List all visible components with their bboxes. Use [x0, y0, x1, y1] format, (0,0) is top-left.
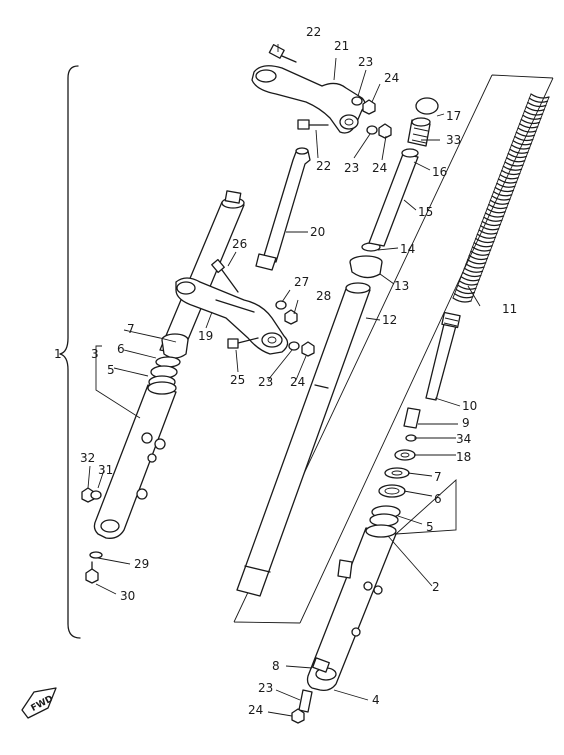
washer-27 — [275, 300, 287, 310]
nut-24-bottom — [291, 708, 305, 724]
label-5-left: 5 — [107, 363, 115, 377]
bolt-25 — [227, 337, 259, 349]
bolt-23-bottom — [298, 689, 313, 713]
under-bracket — [175, 277, 289, 355]
label-21: 21 — [334, 39, 349, 53]
label-24-top: 24 — [384, 71, 399, 85]
right-outer-tube — [306, 524, 397, 692]
label-3: 3 — [91, 347, 99, 361]
nut-24-lower — [301, 341, 315, 357]
assembly-bracket — [59, 65, 81, 639]
label-23-bottom: 23 — [258, 681, 273, 695]
bolt-26 — [211, 258, 239, 293]
label-13: 13 — [394, 279, 409, 293]
label-14: 14 — [400, 242, 415, 256]
nut-24-top — [362, 99, 376, 115]
fwd-badge: FWD — [21, 687, 57, 719]
washer-23-lower — [288, 341, 300, 351]
label-23-mid: 23 — [344, 161, 359, 175]
cap-17 — [415, 97, 439, 115]
label-33: 33 — [446, 133, 461, 147]
label-7-right: 7 — [434, 470, 442, 484]
label-8: 8 — [272, 659, 280, 673]
label-23-lower: 23 — [258, 375, 273, 389]
fork-spring — [452, 93, 550, 303]
label-22-mid: 22 — [316, 159, 331, 173]
label-22-top: 22 — [306, 25, 321, 39]
label-31: 31 — [98, 463, 113, 477]
washer-31 — [90, 490, 102, 500]
label-4: 4 — [372, 693, 380, 707]
left-outer-tube — [93, 381, 177, 539]
cap-13 — [349, 255, 383, 279]
upper-bracket — [251, 65, 366, 134]
label-29: 29 — [134, 557, 149, 571]
label-25: 25 — [230, 373, 245, 387]
dust-seal-7 — [161, 333, 189, 359]
label-27: 27 — [294, 275, 309, 289]
label-23-top: 23 — [358, 55, 373, 69]
bolt-22-top — [268, 44, 297, 63]
washer-23-top — [351, 96, 363, 106]
label-1: 1 — [54, 347, 62, 361]
label-7-left: 7 — [127, 322, 135, 336]
axle-holder-8 — [312, 657, 330, 673]
label-19: 19 — [198, 329, 213, 343]
oil-lock-18 — [394, 449, 416, 461]
callout-labels: 1 2 3 4 5 5 6 6 7 7 8 9 10 11 12 13 14 1… — [54, 25, 517, 717]
label-6-right: 6 — [434, 492, 442, 506]
label-34: 34 — [456, 432, 471, 446]
label-12: 12 — [382, 313, 397, 327]
clip-6 — [155, 356, 181, 368]
gasket-29 — [89, 551, 103, 559]
label-2: 2 — [432, 580, 440, 594]
nut-24-mid — [378, 123, 392, 139]
inner-tube — [236, 282, 371, 597]
handlebar — [255, 147, 311, 271]
dust-seal-7-right — [384, 467, 410, 479]
spring-edge-right — [470, 96, 550, 302]
damper-rod — [425, 311, 461, 401]
label-10: 10 — [462, 399, 477, 413]
label-5-right: 5 — [426, 520, 434, 534]
drain-bolt-30 — [85, 561, 99, 584]
cap-bolt-33 — [407, 117, 431, 147]
seat-16 — [401, 148, 419, 158]
label-11: 11 — [502, 302, 517, 316]
label-18: 18 — [456, 450, 471, 464]
label-20: 20 — [310, 225, 325, 239]
label-15: 15 — [418, 205, 433, 219]
label-9: 9 — [462, 416, 470, 430]
label-26: 26 — [232, 237, 247, 251]
bolt-22-mid — [297, 119, 329, 130]
label-30: 30 — [120, 589, 135, 603]
washer-23-mid — [366, 125, 378, 135]
clip-6-right — [378, 484, 406, 498]
label-28: 28 — [316, 289, 331, 303]
nut-28 — [284, 309, 298, 325]
piston-ring-9 — [403, 407, 421, 429]
spring-edge-left — [452, 93, 532, 299]
spring-coils — [452, 93, 550, 303]
label-24-mid: 24 — [372, 161, 387, 175]
leader-lines — [87, 44, 481, 717]
label-24-lower: 24 — [290, 375, 305, 389]
label-24-bottom: 24 — [248, 703, 263, 717]
frame-line — [233, 74, 554, 624]
label-17: 17 — [446, 109, 461, 123]
label-16: 16 — [432, 165, 447, 179]
label-6-left: 6 — [117, 342, 125, 356]
label-32: 32 — [80, 451, 95, 465]
oil-seal-5-right — [369, 505, 401, 527]
